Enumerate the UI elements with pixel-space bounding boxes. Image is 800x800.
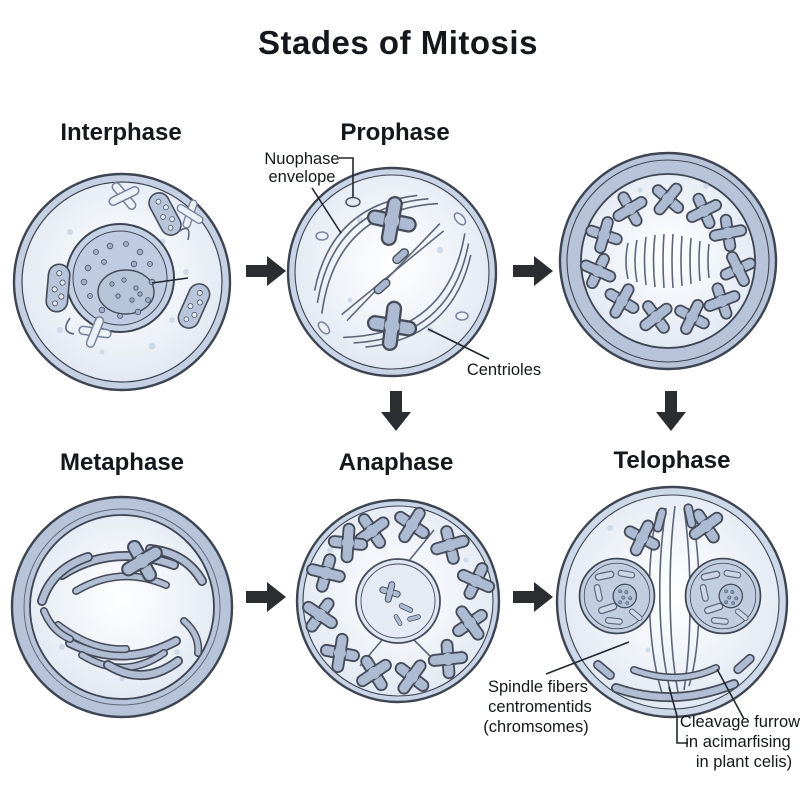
metaphase-cell-illustration <box>10 495 234 719</box>
page-title: Stades of Mitosis <box>258 24 538 61</box>
arrow-right-prophase-prometaphase <box>513 256 553 286</box>
label-prophase: Prophase <box>340 119 449 146</box>
label-interphase: Interphase <box>60 119 181 146</box>
mitochondrion <box>44 262 72 314</box>
label-metaphase: Metaphase <box>60 449 184 476</box>
telophase-cell-illustration <box>555 485 789 719</box>
metaphase-chromosomes <box>37 535 207 681</box>
daughter-nucleus-left <box>580 559 655 634</box>
annotation-spindle-line1: Spindle fibers <box>488 678 588 696</box>
cleavage-furrow-leader-line-2 <box>716 668 745 720</box>
annotation-cleavage-line3: in plant celis) <box>696 753 792 771</box>
arrow-down-prometaphase <box>656 391 686 431</box>
annotation-centrioles: Centrioles <box>467 361 541 379</box>
spindle-apparatus <box>313 189 472 358</box>
annotation-spindle-line2: centromentids <box>488 698 592 716</box>
annotation-nuclear-envelope-line2: envelope <box>269 168 336 186</box>
annotation-nuclear-envelope-line1: Nuophase <box>264 150 339 168</box>
annotation-spindle-line3: (chromsomes) <box>483 718 588 736</box>
arrow-right-metaphase-anaphase <box>246 582 286 612</box>
cleavage-furrow-rods <box>591 652 757 703</box>
anaphase-cell-illustration <box>295 498 501 704</box>
annotation-cleavage-line2: in acimarfising <box>685 733 790 751</box>
label-telophase: Telophase <box>614 447 731 474</box>
annotation-cleavage-line1: Cleavage furrow <box>680 713 800 731</box>
centrioles-leader-line <box>427 328 490 360</box>
central-spindle-band <box>625 233 710 289</box>
arrow-down-prophase <box>381 391 411 431</box>
arrow-right-anaphase-telophase <box>513 582 553 612</box>
prophase-cell-illustration <box>286 166 498 378</box>
nuclear-envelope-leader-line <box>339 157 354 197</box>
interphase-cell-illustration <box>12 172 232 392</box>
label-anaphase: Anaphase <box>339 449 454 476</box>
spindle-fibers-leader-line <box>545 641 630 675</box>
daughter-nucleus-right <box>686 559 761 634</box>
chromatin-dots <box>80 241 156 319</box>
nuclear-envelope-fragment <box>345 196 361 208</box>
nuclear-envelope-leader-line-2 <box>311 187 342 234</box>
cleavage-furrow-leader-line <box>668 686 688 744</box>
prometaphase-cell-illustration <box>558 151 778 371</box>
nucleolus-leader-line <box>151 277 189 284</box>
arrow-right-interphase-prophase <box>246 256 286 286</box>
